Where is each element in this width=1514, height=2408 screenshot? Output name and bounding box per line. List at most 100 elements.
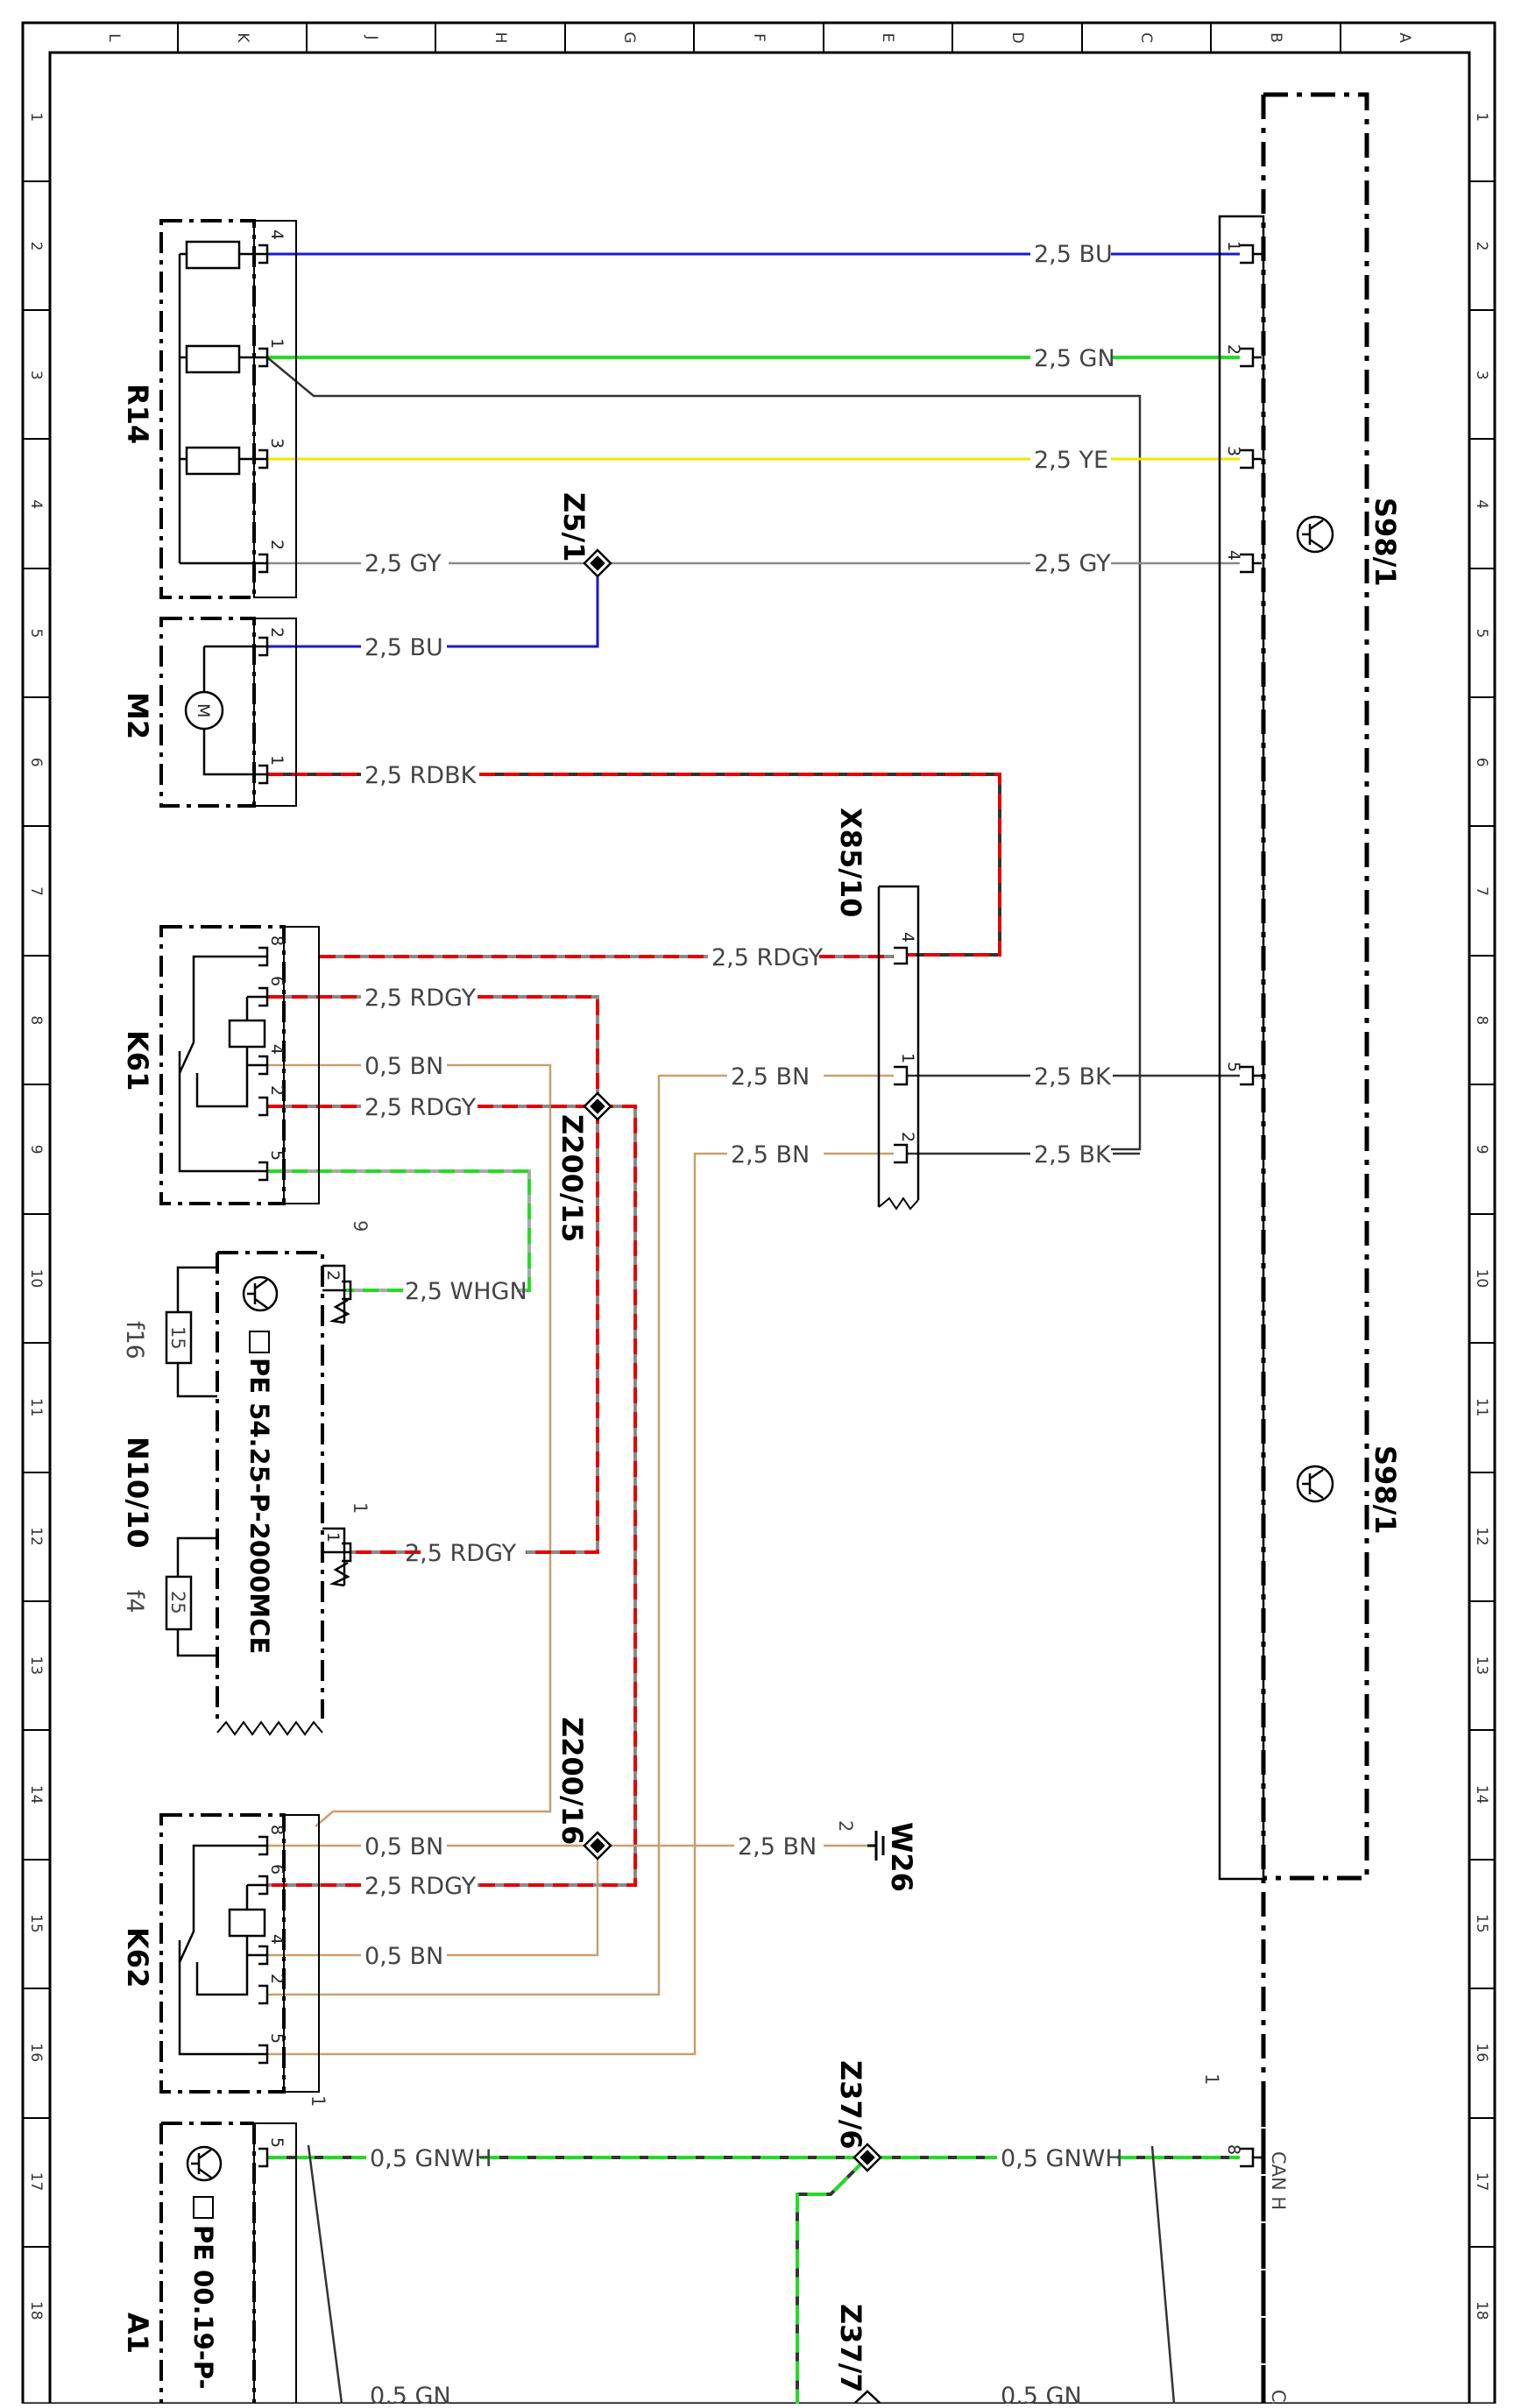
wire-bu-m2 <box>267 563 599 648</box>
grid-row-12-right: 12 <box>1473 1527 1490 1546</box>
wire-label-rdgy-x85: 2,5 RDGY <box>711 944 824 971</box>
s98-pin-5: 5 <box>1224 1062 1243 1072</box>
grid-col-A: A <box>1396 32 1413 43</box>
grid-row-2-left: 2 <box>27 242 45 251</box>
splice-z37-6 <box>853 2143 882 2172</box>
fuse-f16-rating: 15 <box>167 1326 188 1350</box>
grid-row-1-right: 1 <box>1473 112 1490 122</box>
grid-row-18-left: 18 <box>27 2301 45 2320</box>
n10-transistor-icon <box>242 1275 279 1312</box>
grid-row-5-right: 5 <box>1473 628 1490 638</box>
z37-6-label: Z37/6 <box>834 2060 867 2150</box>
a1-pe-reference: PE 00.19-P- <box>188 2225 218 2390</box>
grid-column-labels: L K J H G F E D C B A <box>105 32 1413 43</box>
wire-label-gnwh-a1: 0,5 GNWH <box>370 2145 492 2172</box>
r14-label: R14 <box>121 384 154 444</box>
wire-label-gy-right: 2,5 GY <box>1034 550 1111 577</box>
wire-label-bn-x85-1: 2,5 BN <box>731 1063 810 1091</box>
m2-motor-letter: M <box>194 703 213 717</box>
grid-row-15-right: 15 <box>1473 1914 1490 1933</box>
drawing-frame <box>21 21 1496 2405</box>
wire-bn-x85-2 <box>267 1152 894 2056</box>
grid-row-14-right: 14 <box>1473 1785 1490 1804</box>
s98-pin-3: 3 <box>1224 446 1243 456</box>
wires <box>266 252 1240 2404</box>
n10-connector-1: 1 <box>350 1502 371 1514</box>
grid-row-3-left: 3 <box>27 371 45 380</box>
n10-10-label: N10/10 <box>121 1437 154 1549</box>
grid-row-9-right: 9 <box>1473 1145 1490 1155</box>
a1-pointing-hand-icon <box>193 2196 214 2219</box>
can-h-label: CAN H <box>1268 2151 1289 2210</box>
x85-10-label: X85/10 <box>834 808 867 917</box>
grid-row-8-right: 8 <box>1473 1015 1490 1025</box>
wire-label-bk-x85-2: 2,5 BK <box>1034 1141 1112 1169</box>
wire-rdgy-k61-6-base <box>267 995 599 1104</box>
grid-row-1-left: 1 <box>27 112 45 122</box>
k62-pin-8: 8 <box>267 1825 287 1835</box>
grid-row-11-left: 11 <box>27 1398 45 1417</box>
grid-row-13-left: 13 <box>27 1656 45 1675</box>
s98-pin-2: 2 <box>1224 344 1243 355</box>
grid-row-18-right: 18 <box>1473 2301 1490 2320</box>
wire-bk-a1-crossover <box>307 2144 343 2404</box>
s98-1-top-label: S98/1 <box>1369 498 1402 587</box>
s98-connector-number: 1 <box>1201 2073 1222 2085</box>
grid-col-B: B <box>1267 32 1284 43</box>
splices <box>583 548 884 2405</box>
grid-col-L: L <box>105 33 123 42</box>
a1-component: PE 00.19-P- A1 5 <box>121 2122 297 2404</box>
grid-row-17-right: 17 <box>1473 2172 1490 2192</box>
wire-label-bk-x85-1: 2,5 BK <box>1034 1063 1112 1091</box>
z200-15-label: Z200/15 <box>555 1114 589 1242</box>
grid-row-14-left: 14 <box>27 1785 45 1804</box>
wire-bk-s98-crossover <box>1150 2145 1176 2404</box>
w26-pin-label: 2 <box>835 1820 856 1832</box>
a1-pin-5: 5 <box>267 2137 287 2148</box>
w26-ground: W26 2 <box>835 1820 918 1892</box>
wire-label-rdgy-k62-6: 2,5 RDGY <box>364 1873 477 1900</box>
k61-component: K61 8 6 4 2 5 <box>121 925 320 1205</box>
grid-row-17-left: 17 <box>27 2172 45 2192</box>
grid-row-4-right: 4 <box>1473 499 1490 509</box>
wire-label-bn-k61-4: 0,5 BN <box>364 1053 443 1080</box>
fuse-f16-icon <box>165 1266 217 1398</box>
wire-bk-r14-branch <box>266 357 1142 1151</box>
s98-pin-1: 1 <box>1224 241 1243 251</box>
s98-pin-8: 8 <box>1224 2144 1243 2155</box>
wire-label-gn-r14: 2,5 GN <box>1034 345 1115 372</box>
fuse-f16-label: f16 <box>121 1321 148 1359</box>
wire-label-gn-a1: 0,5 GN <box>370 2383 451 2404</box>
m2-pin-2: 2 <box>267 627 287 638</box>
r14-pin-1: 1 <box>267 338 287 349</box>
fuse-f4-label: f4 <box>121 1590 148 1614</box>
wire-label-bn-w26: 2,5 BN <box>738 1833 817 1861</box>
m2-pin-1: 1 <box>267 755 287 766</box>
wire-label-gn-s98: 0,5 GN <box>1001 2383 1082 2404</box>
fuse-f4-rating: 25 <box>167 1591 188 1614</box>
grid-col-J: J <box>363 34 380 39</box>
wire-label-bn-k62-8: 0,5 BN <box>364 1833 443 1861</box>
grid-row-3-right: 3 <box>1473 371 1490 380</box>
wire-label-gnwh-s98: 0,5 GNWH <box>1001 2145 1123 2172</box>
m2-component: M M2 2 1 <box>121 617 297 808</box>
n10-pointing-hand-icon <box>249 1331 270 1353</box>
k61-pin-5: 5 <box>267 1150 287 1161</box>
n10-connector-9: 9 <box>350 1220 371 1232</box>
z37-7-label: Z37/7 <box>834 2304 867 2393</box>
s98-transistor-icon-2 <box>1296 1465 1334 1503</box>
k62-pin-4: 4 <box>267 1934 287 1945</box>
wire-label-whgn-n10: 2,5 WHGN <box>405 1278 527 1305</box>
r14-pin-2: 2 <box>267 540 287 550</box>
wire-bn-k61-4 <box>267 1063 552 1827</box>
grid-col-C: C <box>1137 32 1155 43</box>
k61-pin-6: 6 <box>267 976 287 986</box>
n10-pe-reference: PE 54.25-P-2000MCE <box>244 1358 274 1654</box>
grid-col-F: F <box>750 33 768 42</box>
k62-pin-6: 6 <box>267 1864 287 1875</box>
grid-row-9-left: 9 <box>27 1145 45 1155</box>
grid-row-10-right: 10 <box>1473 1269 1490 1289</box>
wire-label-rdgy-k61-6: 2,5 RDGY <box>364 985 477 1012</box>
